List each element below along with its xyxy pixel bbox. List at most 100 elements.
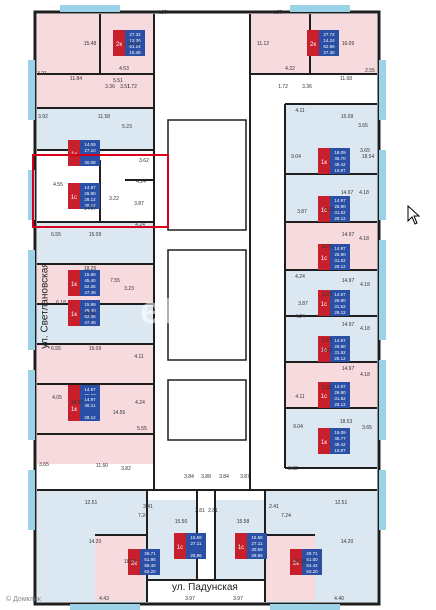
window-strip: [28, 170, 35, 220]
room-area-label: 4.43: [99, 596, 109, 602]
apartment-area-value: 27.10: [84, 148, 96, 153]
apartment-area-value: 29.65: [251, 553, 263, 558]
apartment-type-tag: [290, 549, 302, 575]
apartment-area-value: 51.95: [144, 557, 156, 562]
room-area-label: 2.81: [195, 508, 205, 514]
selected-apartment-highlight: [32, 154, 169, 228]
window-strip: [28, 370, 35, 440]
apartment-area-value: 49.42: [334, 442, 346, 447]
room-area-label: 18.10: [124, 559, 137, 565]
apartment-area-value: 14.97: [334, 384, 346, 389]
apartment-type-tag: [68, 183, 80, 209]
room-area-label: 18.25: [83, 311, 96, 317]
room-area-label: 15.58: [237, 519, 250, 525]
apartment-type-tag: [318, 290, 330, 316]
apartment-area-value: 27.11: [191, 541, 202, 546]
room-area-label: 4.11: [134, 354, 144, 360]
apartment-area-value: 28.12: [84, 203, 96, 208]
apartment-type-tag: [174, 533, 186, 559]
room-area-label: 11.58: [98, 114, 110, 120]
room-area-label: 3.82: [121, 466, 131, 472]
apartment-type-label: 1с: [321, 394, 327, 400]
room-area-label: 14.97: [341, 190, 354, 196]
room-area-label: 4.18: [360, 326, 370, 332]
room-area-label: 15.48: [84, 41, 97, 47]
apartment-area-block: [330, 336, 350, 362]
apartment-type-tag: [128, 549, 140, 575]
room-area-label: 1.72: [127, 84, 137, 90]
apartment-area-block: [140, 549, 160, 575]
room-area-label: 2.55: [365, 68, 375, 74]
room-area-label: 6.18: [56, 300, 66, 306]
apartment-type-label: 1с: [238, 545, 244, 551]
room-area-label: 14.20: [89, 539, 102, 545]
corner-watermark: © Домклик: [6, 596, 41, 603]
apartment-area-value: 14.97: [84, 387, 96, 392]
apartment-area-value: 45.77: [334, 436, 346, 441]
room-area-label: 12.51: [85, 500, 98, 506]
apartment-area-value: 28.12: [334, 356, 346, 361]
apartment-area-value: 14.97: [334, 292, 346, 297]
room-area-label: 3.88: [201, 474, 211, 480]
room-area-label: 3.23: [322, 348, 332, 354]
apartment-type-label: 2к: [116, 42, 122, 48]
apartment-area-value: 28.12: [334, 216, 346, 221]
room-area-label: 4.18: [360, 372, 370, 378]
room-area-label: 4.40: [334, 596, 344, 602]
room-area-label: 4.24: [295, 274, 305, 280]
apartment-type-label: 1с: [321, 208, 327, 214]
apartment-area-block: [330, 244, 350, 270]
apartment-area-value: 15.99: [84, 302, 96, 307]
apartment-type-label: 1к: [321, 440, 327, 446]
window-strip: [379, 240, 386, 340]
apartment-area-value: 58.40: [144, 563, 156, 568]
apartment-area-block: [330, 382, 350, 408]
room-area-label: 14.97: [342, 366, 355, 372]
apartment-type-tag: [235, 533, 247, 559]
apartment-area-value: 63.20: [306, 569, 318, 574]
apartment-area-block: [330, 290, 350, 316]
apartment-area-block: [330, 196, 350, 222]
room-area-label: 3.97: [185, 596, 195, 602]
room-area-label: 4.97: [272, 10, 282, 16]
room-area-label: 11.84: [70, 76, 82, 82]
room-area-label: 1.72: [278, 84, 288, 90]
window-strip: [70, 604, 140, 610]
room-area-label: 7.55: [110, 278, 120, 284]
apt-zone: [37, 74, 154, 108]
room-area-label: 18.10: [294, 559, 307, 565]
stair-core: [167, 119, 247, 231]
room-area-label: 6.55: [51, 346, 61, 352]
room-area-label: 18.53: [340, 419, 353, 425]
watermark: etagi: [140, 290, 234, 332]
window-strip: [379, 360, 386, 440]
apartment-area-value: 26.90: [84, 191, 96, 196]
apartment-type-label: 1с: [177, 545, 183, 551]
apartment-area-block: [330, 148, 350, 174]
apt-zone: [37, 434, 154, 464]
apartment-area-value: 15.59: [190, 535, 202, 540]
apartment-area-value: 64.42: [306, 563, 318, 568]
room-area-label: 14.56: [113, 410, 126, 416]
room-area-label: 3.36: [302, 84, 312, 90]
room-area-label: 7.24: [138, 513, 148, 519]
apt-zone: [37, 222, 154, 264]
window-strip: [379, 150, 386, 220]
